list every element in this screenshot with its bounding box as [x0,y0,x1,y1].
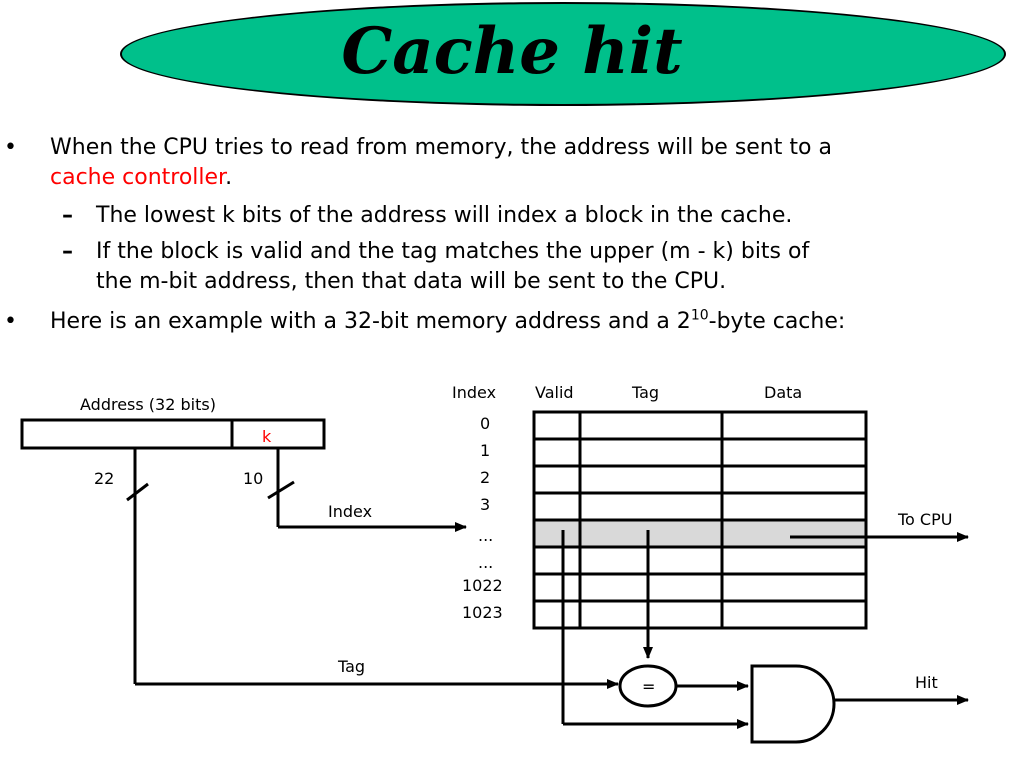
bullet-dot: • [4,309,17,334]
sub-bullet-dash: – [62,203,73,228]
bullet-1-text: When the CPU tries to read from memory, … [50,135,832,160]
header-valid: Valid [535,383,574,402]
cache-controller-highlight: cache controller [50,165,226,190]
index-label-ellipsis: ... [478,526,493,545]
comparator-label: = [642,677,655,696]
title-oval [120,2,1006,106]
index-label-ellipsis: ... [478,553,493,572]
index-label-1023: 1023 [462,603,503,622]
sub-bullet-2-text-cont: the m-bit address, then that data will b… [96,269,727,294]
cache-table [532,410,868,630]
index-label-3: 3 [480,495,490,514]
sub-bullet-1-text: The lowest k bits of the address will in… [96,203,793,228]
sub-bullet-2-text: If the block is valid and the tag matche… [96,239,810,264]
bullet-2: Here is an example with a 32-bit memory … [50,308,845,336]
sub-bullet-2-continued: the m-bit address, then that data will b… [96,268,726,296]
hit-label: Hit [915,673,938,692]
slide-title: Cache hit [341,14,683,89]
index-label-1: 1 [480,441,490,460]
bullet-2-text: Here is an example with a 32-bit memory … [50,309,691,334]
bullet-2-text-end: -byte cache: [708,309,846,334]
and-gate [750,664,836,744]
header-data: Data [764,383,802,402]
sub-bullet-1: The lowest k bits of the address will in… [96,202,792,230]
header-index: Index [452,383,496,402]
to-cpu-label: To CPU [897,510,952,529]
exponent: 10 [690,307,709,324]
index-arrow-label: Index [328,502,372,521]
bits-10-label: 10 [243,469,263,488]
address-register [20,418,326,450]
bus-slash-22 [126,482,149,502]
index-label-1022: 1022 [462,576,503,595]
sub-bullet-2: If the block is valid and the tag matche… [96,238,809,266]
index-label-2: 2 [480,468,490,487]
k-mark: k [262,427,272,446]
index-label-0: 0 [480,414,490,433]
bullet-dot: • [4,135,17,160]
bus-slash-10 [267,480,295,500]
selected-row [534,520,866,547]
address-label: Address (32 bits) [80,395,216,414]
tag-arrow-label: Tag [337,657,365,676]
header-tag: Tag [631,383,659,402]
bullet-1-continued: cache controller. [50,164,232,192]
bits-22-label: 22 [94,469,114,488]
bullet-1-period: . [225,165,233,190]
bullet-1: When the CPU tries to read from memory, … [50,134,832,162]
index-labels: 0 1 2 3 ... ... 1022 1023 [462,414,503,622]
sub-bullet-dash: – [62,239,73,264]
